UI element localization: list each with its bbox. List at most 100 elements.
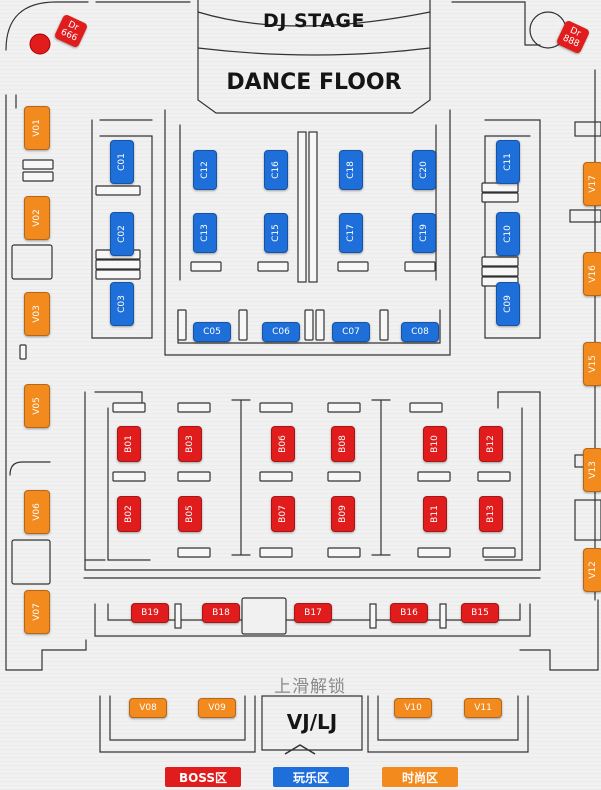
seat-v12[interactable]: V12 — [583, 548, 601, 592]
seat-c18[interactable]: C18 — [339, 150, 363, 190]
seat-v06[interactable]: V06 — [24, 490, 50, 534]
seat-label: V03 — [31, 305, 42, 323]
seat-b18[interactable]: B18 — [202, 603, 240, 623]
seat-label: B08 — [337, 435, 348, 453]
seat-label: B17 — [304, 608, 322, 618]
seat-c11[interactable]: C11 — [496, 140, 520, 184]
seat-b08[interactable]: B08 — [331, 426, 355, 462]
seat-v17[interactable]: V17 — [583, 162, 601, 206]
seat-b09[interactable]: B09 — [331, 496, 355, 532]
seat-label: C06 — [272, 327, 290, 337]
seat-label: B02 — [123, 505, 134, 523]
seat-b03[interactable]: B03 — [178, 426, 202, 462]
seat-label: B15 — [471, 608, 489, 618]
seat-label: V07 — [31, 603, 42, 621]
seat-v02[interactable]: V02 — [24, 196, 50, 240]
seat-label: V01 — [31, 119, 42, 137]
seat-v15[interactable]: V15 — [583, 342, 601, 386]
seat-label: C02 — [117, 225, 127, 243]
seat-label: V08 — [139, 703, 157, 713]
seat-label: V16 — [587, 265, 598, 283]
seat-b17[interactable]: B17 — [294, 603, 332, 623]
seat-c02[interactable]: C02 — [110, 212, 134, 256]
seat-c10[interactable]: C10 — [496, 212, 520, 256]
seat-c16[interactable]: C16 — [264, 150, 288, 190]
seat-b16[interactable]: B16 — [390, 603, 428, 623]
seat-label: C09 — [503, 295, 513, 313]
seat-b05[interactable]: B05 — [178, 496, 202, 532]
seat-b02[interactable]: B02 — [117, 496, 141, 532]
seat-label: C20 — [419, 161, 429, 179]
seat-v10[interactable]: V10 — [394, 698, 432, 718]
seat-label: B13 — [485, 505, 496, 523]
seat-c05[interactable]: C05 — [193, 322, 231, 342]
seat-c03[interactable]: C03 — [110, 282, 134, 326]
seat-c07[interactable]: C07 — [332, 322, 370, 342]
chevron-up-icon[interactable] — [283, 742, 317, 756]
seat-v03[interactable]: V03 — [24, 292, 50, 336]
seat-label: B12 — [485, 435, 496, 453]
seat-label: V10 — [404, 703, 422, 713]
seat-b06[interactable]: B06 — [271, 426, 295, 462]
seat-c20[interactable]: C20 — [412, 150, 436, 190]
seat-c12[interactable]: C12 — [193, 150, 217, 190]
vj-lj-booth-label: VJ/LJ — [286, 710, 338, 734]
seat-label: B11 — [429, 505, 440, 523]
seat-v07[interactable]: V07 — [24, 590, 50, 634]
seat-label: V17 — [587, 175, 598, 193]
seat-label: V05 — [31, 397, 42, 415]
seat-b12[interactable]: B12 — [479, 426, 503, 462]
seat-b11[interactable]: B11 — [423, 496, 447, 532]
seat-label: B09 — [337, 505, 348, 523]
seat-c15[interactable]: C15 — [264, 213, 288, 253]
seat-v05[interactable]: V05 — [24, 384, 50, 428]
seat-b10[interactable]: B10 — [423, 426, 447, 462]
seat-label: C07 — [342, 327, 360, 337]
seat-label: B03 — [184, 435, 195, 453]
seat-v16[interactable]: V16 — [583, 252, 601, 296]
seat-label: C05 — [203, 327, 221, 337]
seat-label: C16 — [271, 161, 281, 179]
seat-label: C19 — [419, 224, 429, 242]
dj-stage-label: DJ STAGE — [263, 10, 365, 32]
seat-label: V15 — [587, 355, 598, 373]
seat-c09[interactable]: C09 — [496, 282, 520, 326]
seat-label: C10 — [503, 225, 513, 243]
seat-b19[interactable]: B19 — [131, 603, 169, 623]
seat-c01[interactable]: C01 — [110, 140, 134, 184]
seat-b07[interactable]: B07 — [271, 496, 295, 532]
seat-v08[interactable]: V08 — [129, 698, 167, 718]
seat-c17[interactable]: C17 — [339, 213, 363, 253]
seat-b15[interactable]: B15 — [461, 603, 499, 623]
seat-b01[interactable]: B01 — [117, 426, 141, 462]
seat-c06[interactable]: C06 — [262, 322, 300, 342]
dance-floor-label: DANCE FLOOR — [226, 70, 402, 95]
seat-label: V11 — [474, 703, 492, 713]
seat-label: V06 — [31, 503, 42, 521]
seat-label: V12 — [587, 561, 598, 579]
seat-v13[interactable]: V13 — [583, 448, 601, 492]
seat-label: B10 — [429, 435, 440, 453]
seat-label: B01 — [123, 435, 134, 453]
seat-label: B19 — [141, 608, 159, 618]
seat-c08[interactable]: C08 — [401, 322, 439, 342]
seat-label: C15 — [271, 224, 281, 242]
seat-label: C18 — [346, 161, 356, 179]
seat-label: C03 — [117, 295, 127, 313]
seat-label: V09 — [208, 703, 226, 713]
seat-label: C13 — [200, 224, 210, 242]
seat-label: C11 — [503, 153, 513, 171]
seat-label: V13 — [587, 461, 598, 479]
legend-boss: BOSS区 — [165, 767, 241, 787]
seat-v01[interactable]: V01 — [24, 106, 50, 150]
swipe-unlock-hint: 上滑解锁 — [274, 677, 346, 697]
seat-v11[interactable]: V11 — [464, 698, 502, 718]
seat-label: B05 — [184, 505, 195, 523]
seat-c19[interactable]: C19 — [412, 213, 436, 253]
seat-c13[interactable]: C13 — [193, 213, 217, 253]
seat-label: V02 — [31, 209, 42, 227]
seat-b13[interactable]: B13 — [479, 496, 503, 532]
seat-label: B07 — [277, 505, 288, 523]
seat-v09[interactable]: V09 — [198, 698, 236, 718]
